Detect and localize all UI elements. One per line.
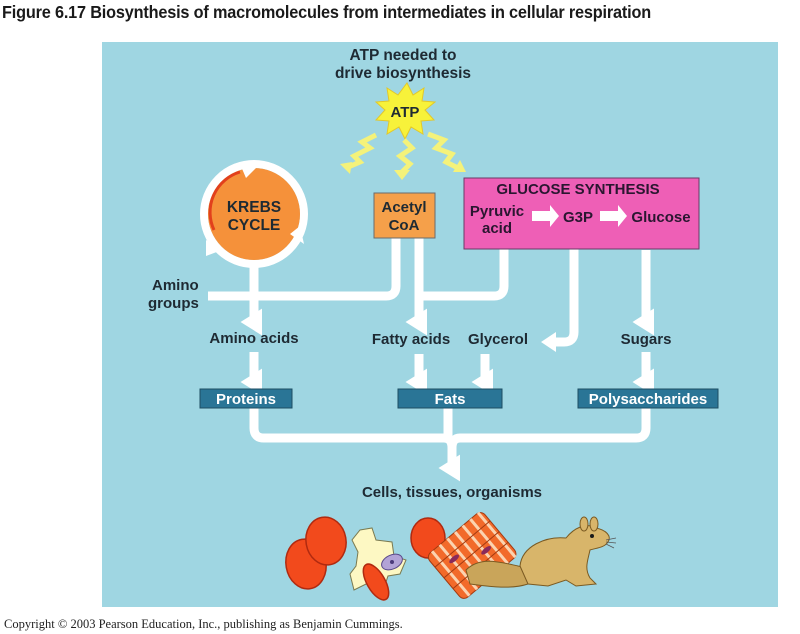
cells-tissues-organisms-label: Cells, tissues, organisms <box>362 484 542 501</box>
sugars-label: Sugars <box>621 331 672 348</box>
energy-bolt-tip-right <box>453 160 466 172</box>
flow-polysaccharides-merge <box>447 408 651 449</box>
fats-box <box>397 388 503 409</box>
arrow-right-icon <box>532 205 559 227</box>
atp-caption-line2: drive biosynthesis <box>335 65 471 82</box>
krebs-cycle-icon <box>200 160 308 268</box>
glucose-label: Glucose <box>631 209 690 226</box>
pyruvic-acid-label-line2: acid <box>482 220 512 237</box>
g3p-label: G3P <box>563 209 593 226</box>
flow-proteins-merge <box>249 408 457 449</box>
energy-bolt-icon <box>395 138 416 174</box>
energy-bolt-icon <box>345 132 378 171</box>
krebs-cycle-label-line2: CYCLE <box>228 217 281 234</box>
amino-groups-label-line2: groups <box>148 295 199 312</box>
flow-connectors <box>208 232 655 482</box>
atp-label: ATP <box>391 104 420 121</box>
fats-label: Fats <box>435 391 466 408</box>
amino-acids-label: Amino acids <box>209 330 298 347</box>
red-blood-cell-icon <box>285 516 347 590</box>
energy-bolt-icon <box>427 131 460 171</box>
acetyl-coa-box <box>373 192 436 239</box>
atp-caption-line1: ATP needed to <box>349 47 456 64</box>
fatty-acids-label: Fatty acids <box>372 331 450 348</box>
glucose-synthesis-title: GLUCOSE SYNTHESIS <box>496 181 659 198</box>
squirrel-icon <box>465 516 617 588</box>
pyruvic-acid-label-line1: Pyruvic <box>470 203 524 220</box>
flow-g3p-to-glycerol <box>552 232 579 347</box>
figure-title: Figure 6.17 Biosynthesis of macromolecul… <box>2 2 651 22</box>
polysaccharides-box <box>577 388 719 409</box>
amino-groups-label-line1: Amino <box>152 277 199 294</box>
copyright-notice: Copyright © 2003 Pearson Education, Inc.… <box>4 617 403 631</box>
polysaccharides-label: Polysaccharides <box>589 391 707 408</box>
proteins-label: Proteins <box>216 391 276 408</box>
krebs-cycle-label-line1: KREBS <box>227 199 281 216</box>
proteins-box <box>199 388 293 409</box>
glucose-synthesis-box <box>463 177 700 250</box>
flow-amino-groups <box>208 238 401 301</box>
acetyl-coa-label-line1: Acetyl <box>381 199 426 216</box>
flow-pyruvic-to-fatty <box>420 232 509 301</box>
acetyl-coa-label-line2: CoA <box>389 217 420 234</box>
glycerol-arrowhead-icon <box>541 332 556 352</box>
glycerol-label: Glycerol <box>468 331 528 348</box>
white-blood-cell-icon <box>349 527 407 601</box>
arrow-right-icon <box>600 205 627 227</box>
energy-bolt-tip-left <box>340 162 352 174</box>
energy-bolt-tip-center <box>394 170 410 180</box>
